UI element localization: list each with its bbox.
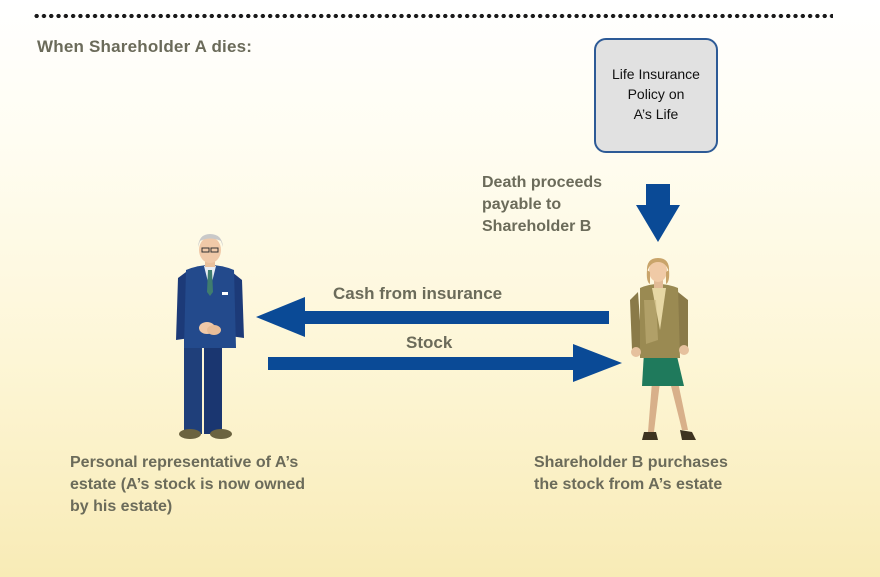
policy-box-label: Life Insurance Policy on A’s Life bbox=[612, 65, 700, 122]
cash-arrow-left bbox=[256, 297, 609, 337]
stock-arrow-right bbox=[268, 344, 622, 382]
stock-label: Stock bbox=[406, 333, 453, 352]
shareholder-b-caption: Shareholder B purchases the stock from A… bbox=[534, 454, 728, 493]
down-arrow bbox=[636, 184, 680, 242]
dotted-divider bbox=[33, 13, 833, 19]
death-proceeds-label: Death proceeds payable to Shareholder B bbox=[482, 174, 603, 235]
representative-caption: Personal representative of A’s estate (A… bbox=[70, 454, 306, 515]
life-insurance-policy-box: Life Insurance Policy on A’s Life bbox=[594, 38, 718, 153]
cash-from-insurance-label: Cash from insurance bbox=[333, 284, 503, 303]
page-title: When Shareholder A dies: bbox=[37, 37, 253, 56]
